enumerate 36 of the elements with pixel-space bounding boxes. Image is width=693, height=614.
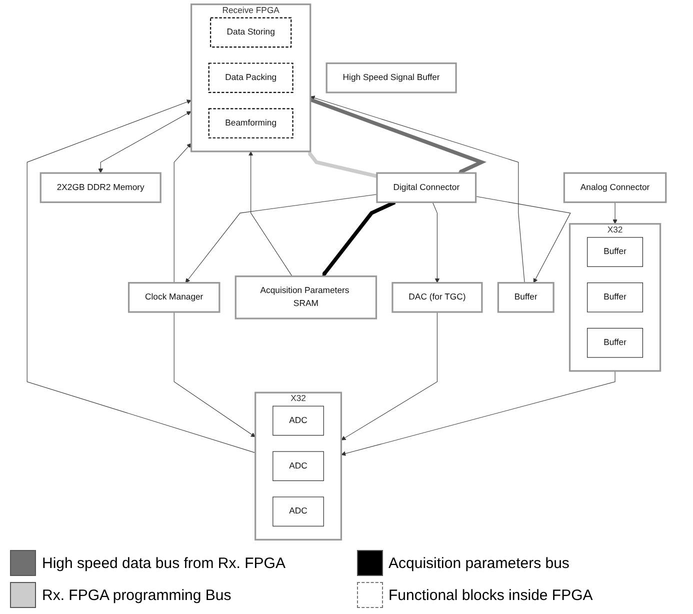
arrow [310, 98, 486, 174]
node-box: ADC [272, 451, 324, 481]
arrow [174, 143, 192, 284]
arrow [476, 196, 571, 284]
arrow [174, 312, 256, 438]
arrow [98, 111, 192, 174]
node-box: Buffer [587, 237, 643, 267]
node-box: DAC (for TGC) [392, 282, 483, 313]
node-box: Buffer [497, 282, 554, 313]
node-box: ADC [272, 406, 324, 436]
arrow [612, 202, 618, 224]
node-box: Beamforming [208, 108, 294, 138]
node-box: Data Packing [208, 62, 294, 93]
node-box: Acquisition Parameters SRAM [234, 276, 378, 320]
node-box: Clock Manager [128, 282, 220, 313]
arrow [248, 151, 292, 277]
legend-text: Acquisition parameters bus [388, 554, 570, 572]
arrow [185, 194, 378, 284]
arrow [341, 312, 438, 440]
arrow [310, 96, 525, 284]
node-box: Buffer [587, 282, 643, 312]
legend-text: High speed data bus from Rx. FPGA [42, 554, 286, 572]
node-box: 2X2GB DDR2 Memory [40, 172, 162, 204]
arrow [432, 202, 440, 284]
node-box: ADC [272, 496, 324, 526]
legend-text: Functional blocks inside FPGA [388, 586, 593, 604]
legend-text: Rx. FPGA programming Bus [42, 586, 232, 604]
node-box: Data Storing [210, 17, 292, 48]
node-box: Digital Connector [376, 172, 477, 204]
arrow [308, 151, 378, 178]
node-box: Buffer [587, 328, 643, 358]
arrow [341, 370, 616, 456]
arrow [26, 100, 256, 454]
node-box: Analog Connector [563, 172, 667, 204]
node-box: High Speed Signal Buffer [326, 62, 457, 94]
arrow [322, 200, 396, 277]
